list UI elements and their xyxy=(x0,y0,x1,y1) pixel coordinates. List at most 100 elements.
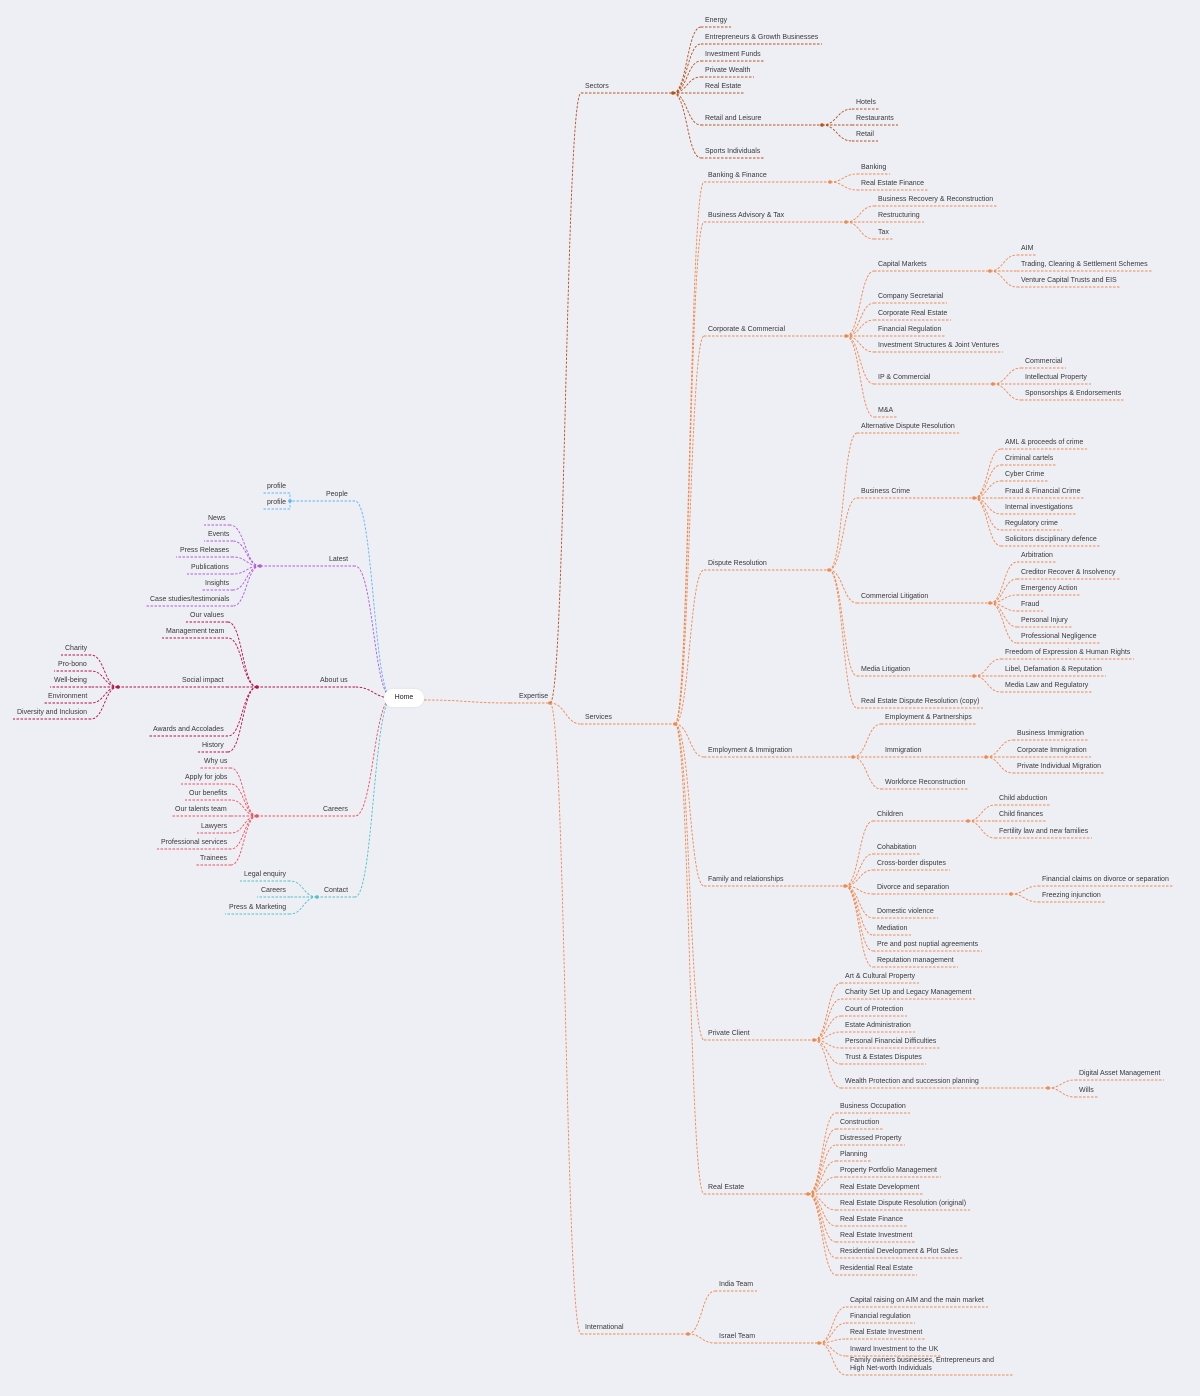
node-sports-individuals[interactable]: Sports Individuals xyxy=(705,148,761,155)
node-creditor-recover-insolvency[interactable]: Creditor Recover & Insolvency xyxy=(1021,569,1116,576)
node-hotels[interactable]: Hotels xyxy=(856,99,876,106)
node-retail-and-leisure[interactable]: Retail and Leisure xyxy=(705,115,762,122)
node-fraud[interactable]: Fraud xyxy=(1021,601,1040,608)
node-press-releases[interactable]: Press Releases xyxy=(180,547,230,554)
node-private-individual-migration[interactable]: Private Individual Migration xyxy=(1017,763,1102,770)
node-trust-estates-disputes[interactable]: Trust & Estates Disputes xyxy=(845,1054,922,1061)
node-awards-and-accolades[interactable]: Awards and Accolades xyxy=(153,726,224,733)
node-retail[interactable]: Retail xyxy=(856,131,874,138)
node-our-talents-team[interactable]: Our talents team xyxy=(175,806,227,813)
node-wills[interactable]: Wills xyxy=(1079,1087,1094,1094)
node-solicitors-disciplinary-defence[interactable]: Solicitors disciplinary defence xyxy=(1005,536,1097,543)
node-real-estate[interactable]: Real Estate xyxy=(705,83,742,90)
node-latest[interactable]: Latest xyxy=(329,556,349,563)
node-employment-partnerships[interactable]: Employment & Partnerships xyxy=(885,714,972,721)
node-history[interactable]: History xyxy=(202,742,224,749)
node-emergency-action[interactable]: Emergency Action xyxy=(1021,585,1078,592)
node-news[interactable]: News xyxy=(208,515,226,522)
node-business-advisory-tax[interactable]: Business Advisory & Tax xyxy=(708,212,785,219)
node-people[interactable]: People xyxy=(326,491,348,498)
node-family-and-relationships[interactable]: Family and relationships xyxy=(708,876,784,883)
node-entrepreneurs-growth-businesses[interactable]: Entrepreneurs & Growth Businesses xyxy=(705,34,819,41)
node-charity-set-up-and-legacy-management[interactable]: Charity Set Up and Legacy Management xyxy=(845,989,972,996)
node-arbitration[interactable]: Arbitration xyxy=(1021,552,1053,559)
node-events[interactable]: Events xyxy=(208,531,230,538)
node-freedom-of-expression-human-rights[interactable]: Freedom of Expression & Human Rights xyxy=(1005,649,1131,656)
node-tax[interactable]: Tax xyxy=(878,229,889,236)
node-social-impact[interactable]: Social impact xyxy=(182,677,224,684)
node-cyber-crime[interactable]: Cyber Crime xyxy=(1005,471,1045,478)
node-real-estate-dispute-resolution-original[interactable]: Real Estate Dispute Resolution (original… xyxy=(840,1200,967,1207)
node-real-estate-development[interactable]: Real Estate Development xyxy=(840,1184,920,1191)
node-m-a[interactable]: M&A xyxy=(878,407,894,414)
node-profile[interactable]: profile xyxy=(267,499,287,506)
node-careers[interactable]: Careers xyxy=(323,806,348,813)
node-intellectual-property[interactable]: Intellectual Property xyxy=(1025,374,1087,381)
node-sponsorships-endorsements[interactable]: Sponsorships & Endorsements xyxy=(1025,390,1122,397)
node-israel-team[interactable]: Israel Team xyxy=(719,1333,756,1340)
node-trainees[interactable]: Trainees xyxy=(200,855,227,862)
node-india-team[interactable]: India Team xyxy=(719,1281,754,1288)
node-criminal-cartels[interactable]: Criminal cartels xyxy=(1005,455,1054,462)
node-lawyers[interactable]: Lawyers xyxy=(201,823,228,830)
node-business-crime[interactable]: Business Crime xyxy=(861,488,911,495)
node-regulatory-crime[interactable]: Regulatory crime xyxy=(1005,520,1058,527)
node-domestic-violence[interactable]: Domestic violence xyxy=(877,908,934,915)
node-estate-administration[interactable]: Estate Administration xyxy=(845,1022,911,1029)
node-libel-defamation-reputation[interactable]: Libel, Defamation & Reputation xyxy=(1005,666,1102,673)
node-environment[interactable]: Environment xyxy=(48,693,88,700)
node-family-owners-businesses-entrepreneurs-and-high-net-worth-individuals[interactable]: Family owners businesses, Entrepreneurs … xyxy=(850,1357,994,1372)
node-our-benefits[interactable]: Our benefits xyxy=(189,790,228,797)
node-management-team[interactable]: Management team xyxy=(166,628,225,635)
node-real-estate[interactable]: Real Estate xyxy=(708,1184,745,1191)
node-distressed-property[interactable]: Distressed Property xyxy=(840,1135,902,1142)
node-commercial-litigation[interactable]: Commercial Litigation xyxy=(861,593,929,600)
node-internal-investigations[interactable]: Internal investigations xyxy=(1005,504,1073,511)
node-ip-commercial[interactable]: IP & Commercial xyxy=(878,374,931,381)
node-venture-capital-trusts-and-eis[interactable]: Venture Capital Trusts and EIS xyxy=(1021,277,1117,284)
node-diversity-and-inclusion[interactable]: Diversity and Inclusion xyxy=(17,709,88,716)
node-real-estate-dispute-resolution-copy[interactable]: Real Estate Dispute Resolution (copy) xyxy=(861,698,980,705)
node-business-recovery-reconstruction[interactable]: Business Recovery & Reconstruction xyxy=(878,196,994,203)
node-real-estate-investment[interactable]: Real Estate Investment xyxy=(840,1232,913,1239)
node-immigration[interactable]: Immigration xyxy=(885,747,922,754)
node-wealth-protection-and-succession-planning[interactable]: Wealth Protection and succession plannin… xyxy=(845,1078,979,1085)
node-insights[interactable]: Insights xyxy=(205,580,230,587)
node-why-us[interactable]: Why us xyxy=(204,758,228,765)
node-child-abduction[interactable]: Child abduction xyxy=(999,795,1048,802)
node-cohabitation[interactable]: Cohabitation xyxy=(877,844,917,851)
node-personal-financial-difficulties[interactable]: Personal Financial Difficulties xyxy=(845,1038,937,1045)
node-commercial[interactable]: Commercial xyxy=(1025,358,1063,365)
node-company-secretarial[interactable]: Company Secretarial xyxy=(878,293,944,300)
node-fertility-law-and-new-families[interactable]: Fertility law and new families xyxy=(999,828,1089,835)
node-restaurants[interactable]: Restaurants xyxy=(856,115,894,122)
node-about-us[interactable]: About us xyxy=(320,677,348,684)
node-banking-finance[interactable]: Banking & Finance xyxy=(708,172,767,179)
node-banking[interactable]: Banking xyxy=(861,164,887,171)
node-press-marketing[interactable]: Press & Marketing xyxy=(229,904,287,911)
node-dispute-resolution[interactable]: Dispute Resolution xyxy=(708,560,767,567)
node-case-studies-testimonials[interactable]: Case studies/testimonials xyxy=(150,596,230,603)
node-child-finances[interactable]: Child finances xyxy=(999,811,1043,818)
node-expertise[interactable]: Expertise xyxy=(519,693,549,700)
node-energy[interactable]: Energy xyxy=(705,17,728,24)
node-trading-clearing-settlement-schemes[interactable]: Trading, Clearing & Settlement Schemes xyxy=(1021,261,1148,268)
node-corporate-real-estate[interactable]: Corporate Real Estate xyxy=(878,310,948,317)
node-financial-claims-on-divorce-or-separation[interactable]: Financial claims on divorce or separatio… xyxy=(1042,876,1169,883)
node-pro-bono[interactable]: Pro-bono xyxy=(58,661,87,668)
node-private-client[interactable]: Private Client xyxy=(708,1030,750,1037)
node-residential-real-estate[interactable]: Residential Real Estate xyxy=(840,1265,913,1272)
node-employment-immigration[interactable]: Employment & Immigration xyxy=(708,747,793,754)
node-workforce-reconstruction[interactable]: Workforce Reconstruction xyxy=(885,779,966,786)
node-well-being[interactable]: Well-being xyxy=(54,677,87,684)
node-construction[interactable]: Construction xyxy=(840,1119,880,1126)
node-media-law-and-regulatory[interactable]: Media Law and Regulatory xyxy=(1005,682,1089,689)
node-contact[interactable]: Contact xyxy=(324,887,349,894)
node-fraud-financial-crime[interactable]: Fraud & Financial Crime xyxy=(1005,488,1081,495)
node-aml-proceeds-of-crime[interactable]: AML & proceeds of crime xyxy=(1005,439,1084,446)
node-media-litigation[interactable]: Media Litigation xyxy=(861,666,911,673)
node-freezing-injunction[interactable]: Freezing injunction xyxy=(1042,892,1101,899)
node-investment-funds[interactable]: Investment Funds xyxy=(705,51,761,58)
node-professional-services[interactable]: Professional services xyxy=(161,839,228,846)
node-alternative-dispute-resolution[interactable]: Alternative Dispute Resolution xyxy=(861,423,955,430)
